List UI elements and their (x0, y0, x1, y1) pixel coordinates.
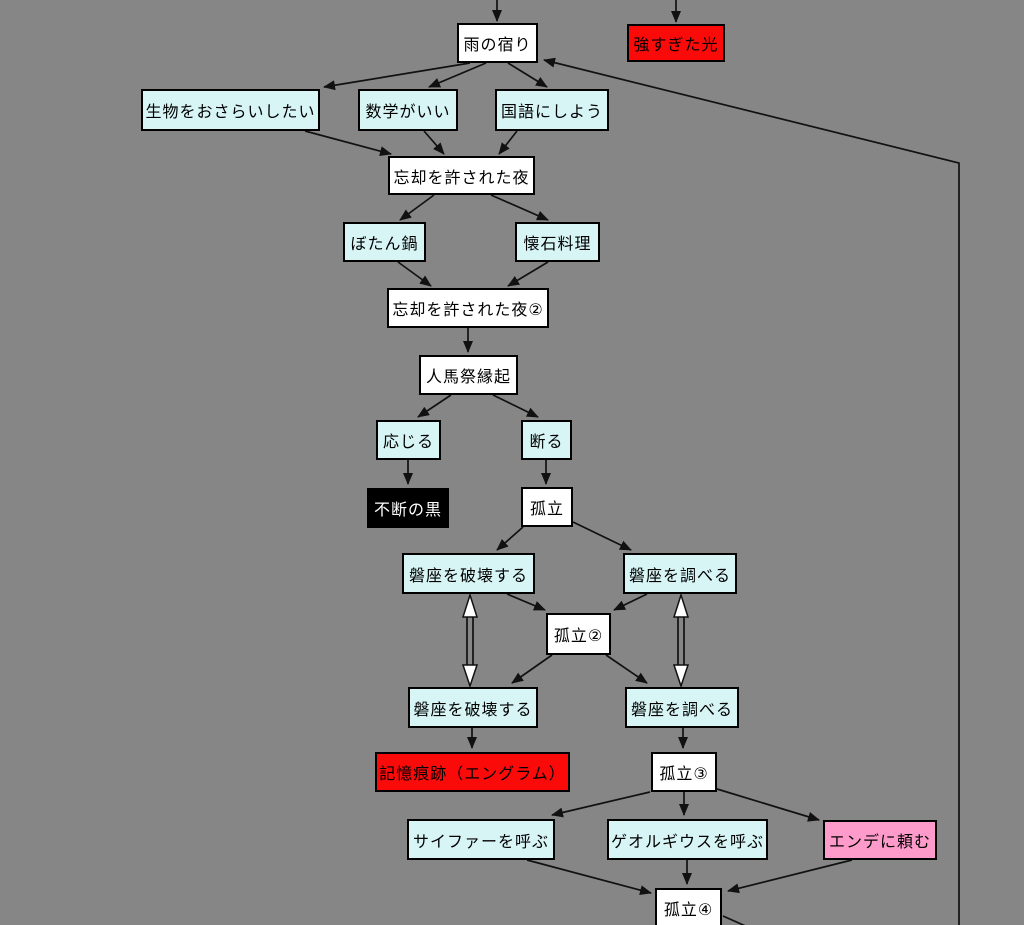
hollow-arrowhead-down-right (672, 664, 690, 689)
edge-ame-kokugo (507, 62, 548, 88)
edge-botan-bokyaku2 (397, 261, 432, 287)
edge-ame-seibutsu (323, 62, 471, 91)
node-georgius: ゲオルギウスを呼ぶ (607, 819, 768, 860)
edge-hakai1-koritsu2 (506, 593, 546, 611)
node-kotowaru: 断る (521, 420, 572, 460)
edge-ame-sugaku (428, 62, 487, 88)
edge-ende-koritsu4 (727, 859, 853, 894)
node-kioku-konseki: 記憶痕跡（エングラム） (375, 752, 570, 792)
node-koritsu-3: 孤立③ (651, 752, 717, 792)
edge-bokyaku-botan (399, 194, 435, 221)
edge-shirabe1-koritsu2 (613, 593, 648, 611)
node-kaiseki-ryori: 懐石料理 (515, 222, 600, 262)
node-iwakura-shiraberu-1: 磐座を調べる (623, 553, 737, 594)
hollow-arrowhead-up-right (672, 592, 690, 618)
node-bokyaku-yoru: 忘却を許された夜 (388, 156, 535, 195)
node-cypher: サイファーを呼ぶ (407, 819, 555, 860)
node-bokyaku-yoru-2: 忘却を許された夜② (387, 288, 549, 328)
node-sugaku: 数学がいい (358, 89, 458, 131)
node-koritsu-4: 孤立④ (655, 888, 722, 925)
edge-kokugo-bokyaku (498, 130, 518, 155)
edge-loop-right-to-ame (543, 57, 960, 925)
node-ame-no-yadori: 雨の宿り (457, 23, 538, 63)
edge-jinba-oujiru (417, 394, 452, 418)
hollow-arrowhead-up-left (461, 592, 479, 618)
node-koritsu: 孤立 (521, 487, 573, 527)
edge-koritsu2-hakai2 (511, 654, 553, 684)
node-ende: エンデに頼む (823, 820, 937, 860)
node-tsuyosugita-hikari: 強すぎた光 (627, 24, 725, 62)
node-jinba-sai-engi: 人馬祭縁起 (419, 355, 518, 395)
edge-koritsu-hakai1 (496, 526, 524, 551)
node-kokugo: 国語にしよう (495, 89, 609, 131)
edge-koritsu-shirabe1 (572, 521, 632, 551)
edge-sugaku-bokyaku (423, 130, 445, 155)
edge-koritsu2-shirabe2 (605, 654, 648, 684)
edge-koritsu4-exit (722, 915, 746, 925)
edge-jinba-kotowaru (492, 394, 539, 418)
node-koritsu-2: 孤立② (546, 613, 611, 655)
node-seibutsu: 生物をおさらいしたい (141, 89, 320, 131)
node-botan-nabe: ぼたん鍋 (343, 222, 426, 262)
node-iwakura-hakai-2: 磐座を破壊する (408, 687, 538, 728)
node-iwakura-shiraberu-2: 磐座を調べる (625, 687, 739, 728)
node-oujiru: 応じる (376, 420, 441, 460)
edge-cypher-koritsu4 (526, 859, 652, 896)
node-iwakura-hakai-1: 磐座を破壊する (402, 553, 535, 594)
edge-seibutsu-bokyaku (304, 130, 392, 156)
node-fudan-no-kuro: 不断の黒 (367, 488, 449, 528)
edge-koritsu3-cypher (551, 791, 651, 818)
edge-kaiseki-bokyaku2 (507, 261, 549, 287)
hollow-arrowhead-down-left (461, 664, 479, 689)
edge-koritsu3-ende (716, 788, 820, 822)
edge-bokyaku-kaiseki (490, 194, 549, 221)
